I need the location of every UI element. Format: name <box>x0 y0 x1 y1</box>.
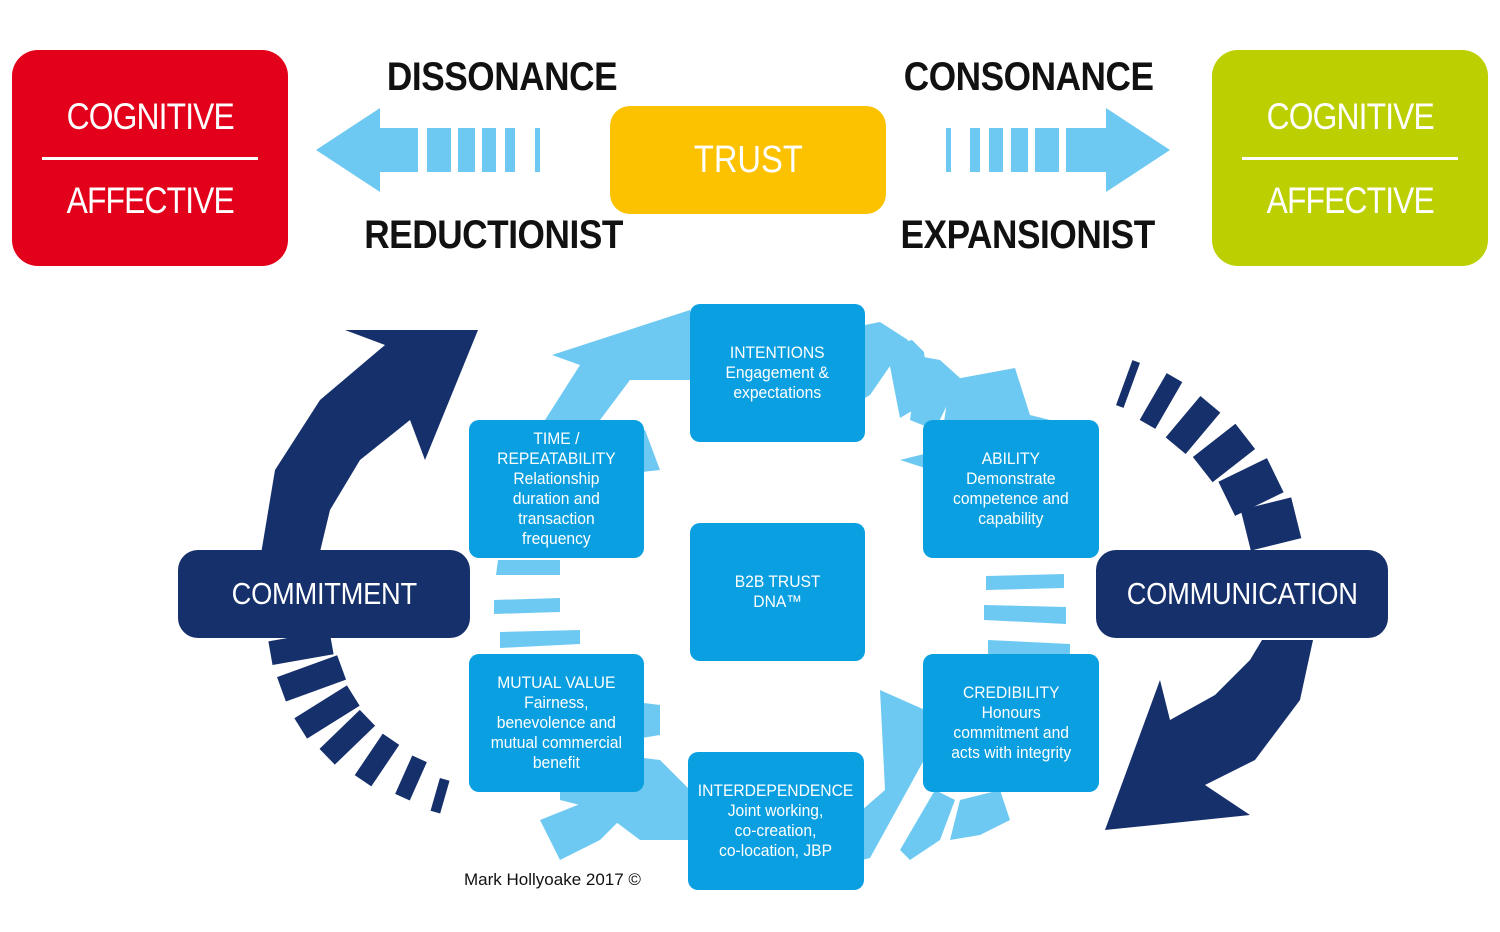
right-box-affective-label: AFFECTIVE <box>1266 179 1434 221</box>
mutual-value-line: Fairness, <box>524 693 589 712</box>
commitment-label: COMMITMENT <box>231 576 417 611</box>
right-arrow <box>946 108 1170 192</box>
left-box-cognitive-label: COGNITIVE <box>66 95 234 137</box>
b2b-trust-dna-node: B2B TRUST DNA™ <box>690 523 865 661</box>
mutual-value-title: MUTUAL VALUE <box>497 673 616 692</box>
time-repeatability-line: transaction <box>518 509 595 528</box>
left-box-divider <box>42 156 258 160</box>
ability-title: ABILITY <box>981 449 1041 468</box>
mutual-value-line: benefit <box>533 753 580 772</box>
time-repeatability-line: duration and <box>513 489 600 508</box>
ability-line: capability <box>978 509 1044 528</box>
left-arrow <box>316 108 540 192</box>
credibility-title: CREDIBILITY <box>962 683 1060 702</box>
mutual-value-node: MUTUAL VALUE Fairness, benevolence and m… <box>469 654 644 792</box>
trust-box: TRUST <box>610 106 886 214</box>
communication-arrow <box>1105 360 1313 830</box>
center-line: B2B TRUST <box>734 572 821 591</box>
intentions-line: Engagement & <box>725 363 830 382</box>
intentions-line: expectations <box>733 383 822 402</box>
ability-line: Demonstrate <box>966 469 1056 488</box>
commitment-arrow <box>260 330 478 814</box>
intentions-title: INTENTIONS <box>730 343 825 362</box>
time-repeatability-line: Relationship <box>513 469 600 488</box>
communication-box: COMMUNICATION <box>1096 550 1388 638</box>
right-box-divider <box>1242 156 1458 160</box>
time-repeatability-line: frequency <box>522 529 591 548</box>
trust-label: TRUST <box>693 138 803 181</box>
ability-node: ABILITY Demonstrate competence and capab… <box>923 420 1099 558</box>
consonance-heading: CONSONANCE <box>903 55 1154 99</box>
reductionist-heading: REDUCTIONIST <box>364 213 623 257</box>
copyright-credit: Mark Hollyoake 2017 © <box>464 870 641 889</box>
interdependence-title: INTERDEPENDENCE <box>698 781 854 800</box>
interdependence-node: INTERDEPENDENCE Joint working, co-creati… <box>688 752 864 890</box>
credibility-line: acts with integrity <box>951 743 1071 762</box>
left-cognitive-affective-box: COGNITIVE AFFECTIVE <box>12 50 288 266</box>
expansionist-heading: EXPANSIONIST <box>900 213 1156 257</box>
commitment-box: COMMITMENT <box>178 550 470 638</box>
left-box-affective-label: AFFECTIVE <box>66 179 234 221</box>
dissonance-heading: DISSONANCE <box>386 55 618 99</box>
mutual-value-line: mutual commercial <box>490 733 623 752</box>
mutual-value-line: benevolence and <box>496 713 617 732</box>
center-line: DNA™ <box>753 592 802 611</box>
interdependence-line: co-creation, <box>735 821 817 840</box>
credibility-node: CREDIBILITY Honours commitment and acts … <box>923 654 1099 792</box>
right-box-cognitive-label: COGNITIVE <box>1266 95 1434 137</box>
ability-line: competence and <box>953 489 1069 508</box>
communication-label: COMMUNICATION <box>1126 576 1358 611</box>
interdependence-line: Joint working, <box>728 801 824 820</box>
time-repeatability-node: TIME / REPEATABILITY Relationship durati… <box>469 420 644 558</box>
time-repeatability-title: REPEATABILITY <box>497 449 616 468</box>
credibility-line: commitment and <box>953 723 1069 742</box>
interdependence-line: co-location, JBP <box>719 841 833 860</box>
right-cognitive-affective-box: COGNITIVE AFFECTIVE <box>1212 50 1488 266</box>
credibility-line: Honours <box>981 703 1041 722</box>
intentions-node: INTENTIONS Engagement & expectations <box>690 304 865 442</box>
time-repeatability-title: TIME / <box>533 429 580 448</box>
